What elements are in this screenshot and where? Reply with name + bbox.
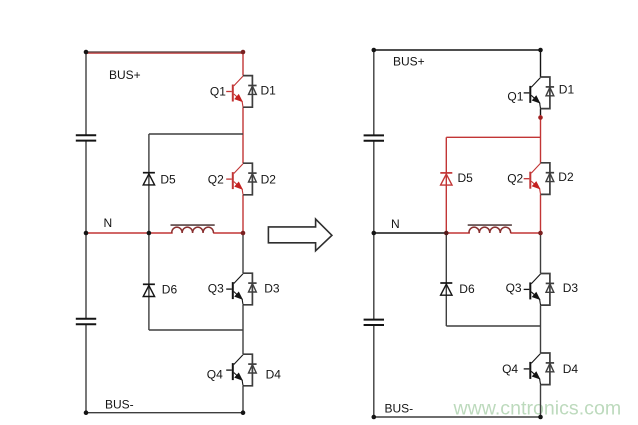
svg-text:D3: D3 bbox=[264, 281, 280, 295]
svg-text:Q1: Q1 bbox=[507, 90, 523, 104]
svg-text:Q2: Q2 bbox=[208, 173, 224, 187]
svg-text:D3: D3 bbox=[563, 281, 579, 295]
svg-text:D1: D1 bbox=[559, 83, 575, 97]
svg-text:Q4: Q4 bbox=[207, 367, 223, 381]
svg-text:D4: D4 bbox=[266, 367, 282, 381]
svg-text:Q2: Q2 bbox=[507, 172, 523, 186]
svg-text:D2: D2 bbox=[261, 173, 277, 187]
svg-text:BUS+: BUS+ bbox=[109, 68, 141, 82]
svg-text:Q3: Q3 bbox=[208, 281, 224, 295]
svg-text:D1: D1 bbox=[261, 84, 277, 98]
svg-text:D2: D2 bbox=[558, 170, 574, 184]
svg-text:D6: D6 bbox=[459, 282, 475, 296]
svg-text:D5: D5 bbox=[458, 171, 474, 185]
svg-text:D4: D4 bbox=[563, 362, 579, 376]
svg-text:N: N bbox=[104, 216, 113, 230]
svg-text:D6: D6 bbox=[162, 283, 178, 297]
svg-text:BUS-: BUS- bbox=[385, 401, 414, 415]
svg-text:www.cntronics.com: www.cntronics.com bbox=[453, 398, 622, 420]
svg-text:N: N bbox=[391, 217, 400, 231]
svg-text:BUS+: BUS+ bbox=[393, 55, 425, 69]
svg-text:Q1: Q1 bbox=[210, 85, 226, 99]
svg-text:Q4: Q4 bbox=[502, 362, 518, 376]
svg-text:Q3: Q3 bbox=[506, 281, 522, 295]
svg-text:BUS-: BUS- bbox=[105, 398, 134, 412]
svg-text:D5: D5 bbox=[160, 173, 176, 187]
